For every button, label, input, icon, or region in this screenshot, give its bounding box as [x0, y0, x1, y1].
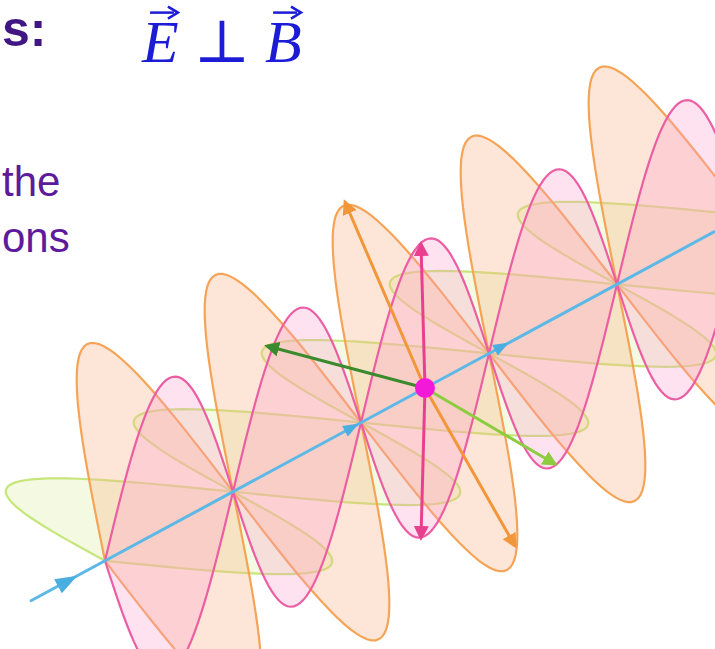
label-slot: the	[2, 154, 60, 211]
direction-arrowhead	[492, 343, 509, 356]
math-formula: E ⊥ B	[142, 2, 302, 83]
field-vector	[421, 388, 425, 538]
pink-field-lobe	[617, 100, 715, 399]
body-text-fragment: the	[2, 154, 60, 211]
field-vector	[421, 244, 425, 388]
label-slot: ons	[2, 210, 70, 267]
title-fragment: s:	[2, 0, 46, 64]
orange-field-lobe	[589, 67, 715, 433]
body-text-fragment: ons	[2, 210, 70, 267]
propagation-axis	[30, 231, 715, 601]
field-point	[415, 378, 435, 398]
label-slot: s:	[2, 0, 46, 64]
pink-field-lobe	[105, 377, 233, 649]
direction-arrowhead	[54, 576, 77, 593]
field-vector	[345, 202, 425, 388]
field-vector	[267, 346, 425, 388]
field-vector	[425, 388, 555, 464]
direction-arrowhead	[342, 424, 359, 437]
label-slot: E ⊥ B	[142, 2, 302, 83]
field-vector	[425, 388, 515, 546]
